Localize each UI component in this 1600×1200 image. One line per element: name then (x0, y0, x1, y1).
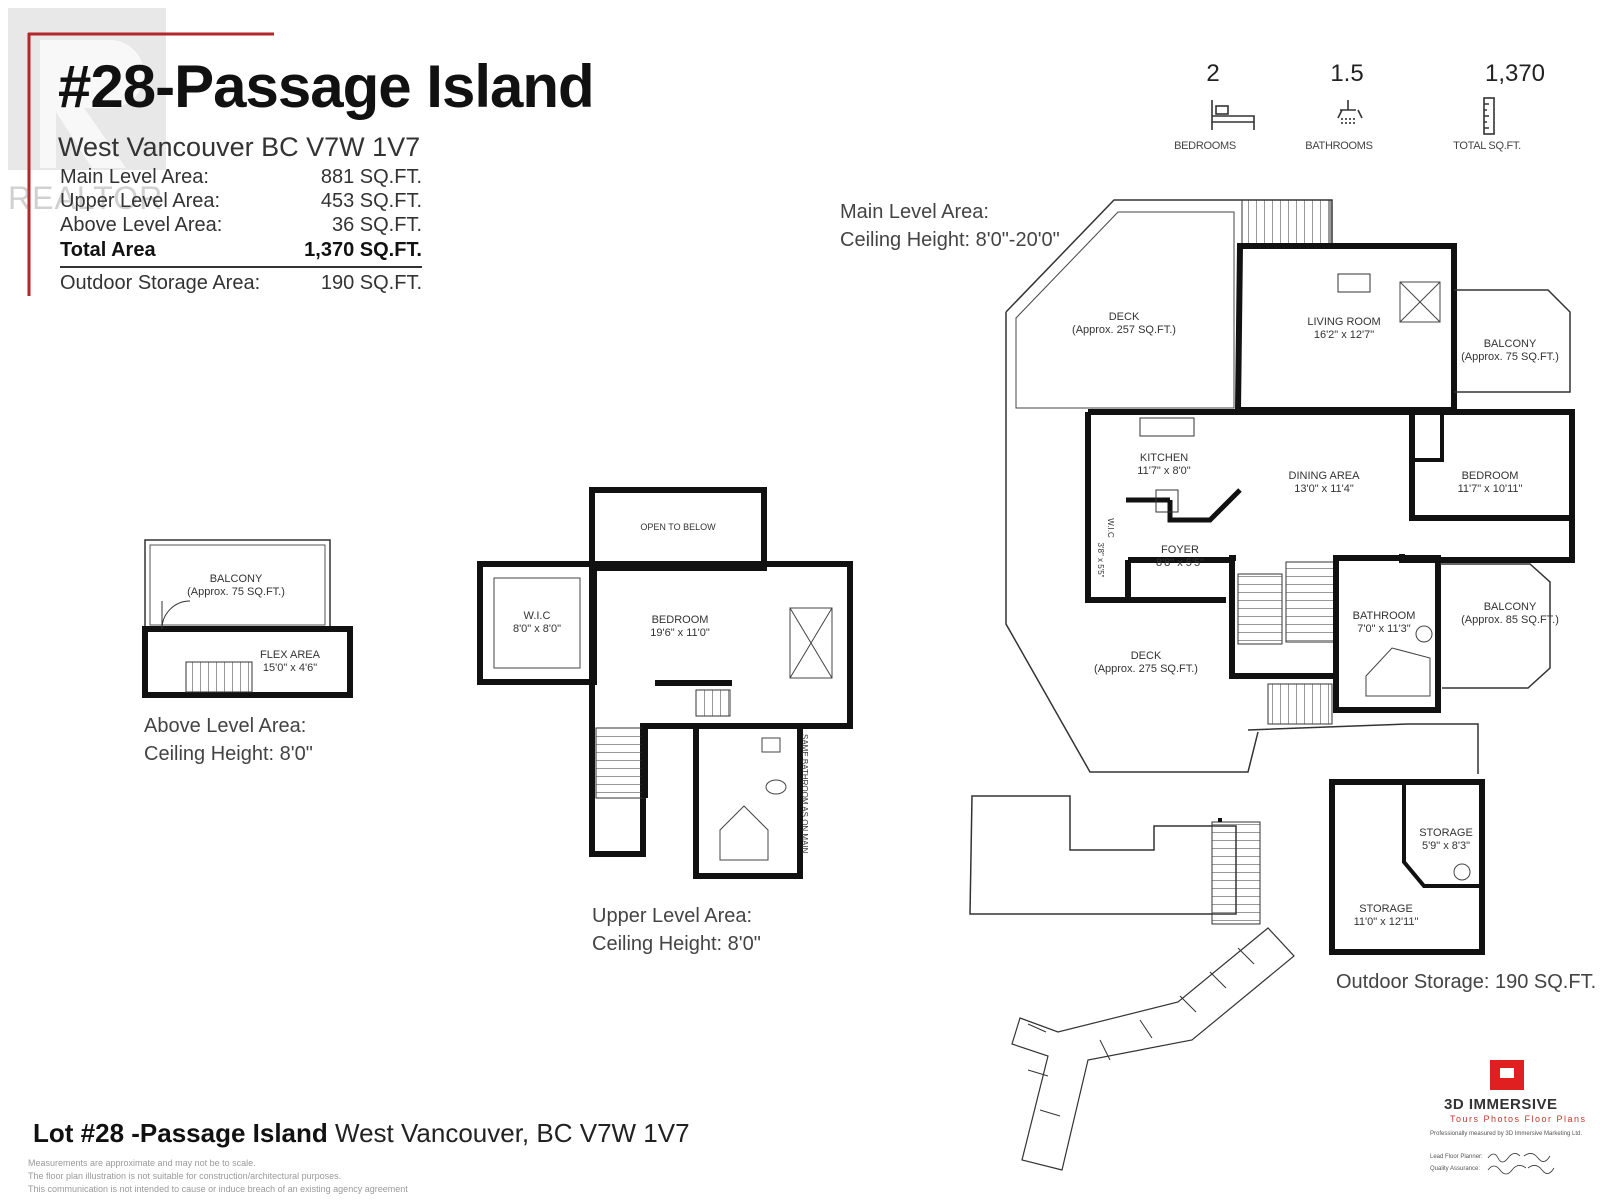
room-name: FOYER (1161, 544, 1199, 556)
realtor-watermark-text: REALTOR (8, 180, 164, 216)
outdoor-storage-caption: Outdoor Storage: 190 SQ.FT. (1336, 971, 1597, 993)
footer-title: Lot #28 -Passage Island West Vancouver, … (33, 1118, 690, 1149)
room-labels: BALCONY (Approx. 75 SQ.FT.) FLEX AREA 15… (187, 311, 1559, 928)
room-size: 11'0" x 12'11" (1354, 916, 1419, 928)
bed-icon (1211, 100, 1255, 130)
room-size: (Approx. 275 SQ.FT.) (1094, 663, 1198, 675)
disclaimer-line: Measurements are approximate and may not… (28, 1158, 256, 1168)
room-size: 3'8" x 5'5" (1096, 543, 1105, 578)
room-size: 7'0" x 11'3" (1357, 623, 1410, 635)
room-note: SAME BATHROOM AS ON MAIN (800, 734, 809, 854)
room-name: DECK (1131, 650, 1162, 662)
room-name: W.I.C (524, 610, 551, 622)
area-row-main: Main Level Area: 881 SQ.FT. (60, 166, 422, 189)
room-name: W.I.C (1106, 518, 1115, 538)
room-name: BALCONY (1484, 338, 1537, 350)
room-size: 8'8" x 5'5" (1156, 557, 1204, 569)
area-label: Upper Level Area: (60, 190, 221, 212)
above-level-plan (142, 539, 353, 698)
stat-bathrooms-value: 1.5 (1330, 60, 1364, 87)
area-label: Outdoor Storage Area: (60, 272, 261, 294)
area-value: 1,370 SQ.FT. (304, 239, 422, 261)
realtor-watermark-logo (8, 8, 274, 296)
caption-line: Ceiling Height: 8'0" (592, 933, 761, 955)
room-size: (Approx. 75 SQ.FT.) (187, 586, 285, 598)
stat-bedrooms-value: 2 (1206, 60, 1220, 87)
stat-icons (1211, 97, 1495, 135)
room-size: 8'0" x 8'0" (513, 623, 561, 635)
room-name: BEDROOM (652, 614, 709, 626)
area-label: Above Level Area: (60, 214, 223, 236)
room-size: 11'7" x 8'0" (1137, 465, 1190, 477)
room-size: 15'0" x 4'6" (263, 662, 317, 674)
room-size: (Approx. 75 SQ.FT.) (1461, 351, 1559, 363)
room-size: 11'7" x 10'11" (1458, 483, 1523, 495)
room-name: BALCONY (1484, 601, 1537, 613)
shower-icon (1337, 100, 1363, 126)
upper-level-plan (477, 487, 853, 879)
room-name: STORAGE (1419, 827, 1473, 839)
room-name: DINING AREA (1289, 470, 1361, 482)
area-divider (60, 266, 422, 268)
disclaimer-line: This communication is not intended to ca… (28, 1184, 408, 1194)
lead-planner-label: Lead Floor Planner: (1430, 1154, 1483, 1160)
brand-tagline: Tours Photos Floor Plans (1450, 1114, 1587, 1124)
area-row-upper: Upper Level Area: 453 SQ.FT. (60, 190, 422, 213)
area-row-total: Total Area 1,370 SQ.FT. (60, 239, 422, 262)
upper-level-caption: Upper Level Area: Ceiling Height: 8'0" (592, 902, 761, 958)
area-row-above: Above Level Area: 36 SQ.FT. (60, 214, 422, 237)
room-name: KITCHEN (1140, 452, 1188, 464)
brand-logo (1490, 1060, 1524, 1090)
signatures (1487, 1153, 1555, 1175)
footer-title-bold: Lot #28 -Passage Island (33, 1118, 328, 1148)
page-title: #28-Passage Island (58, 53, 595, 120)
ruler-icon (1483, 97, 1495, 135)
room-name: LIVING ROOM (1307, 316, 1380, 328)
room-name: OPEN TO BELOW (640, 522, 716, 532)
room-name: STORAGE (1359, 903, 1413, 915)
room-size: 13'0" x 11'4" (1294, 483, 1354, 495)
page-address: West Vancouver BC V7W 1V7 (58, 132, 421, 162)
room-name: FLEX AREA (260, 649, 321, 661)
area-value: 190 SQ.FT. (320, 272, 422, 294)
room-name: BALCONY (210, 573, 263, 585)
caption-line: Main Level Area: (840, 201, 989, 223)
area-value: 881 SQ.FT. (320, 166, 422, 188)
quality-label: Quality Assurance: (1430, 1166, 1481, 1172)
area-value: 453 SQ.FT. (320, 190, 422, 212)
room-name: BATHROOM (1353, 610, 1416, 622)
stat-bathrooms-label: BATHROOMS (1305, 140, 1373, 152)
caption-line: Upper Level Area: (592, 905, 753, 927)
disclaimer-line: The floor plan illustration is not suita… (28, 1171, 342, 1181)
caption-line: Ceiling Height: 8'0"-20'0" (840, 229, 1060, 251)
main-level-plan (969, 199, 1575, 1171)
main-level-caption: Main Level Area: Ceiling Height: 8'0"-20… (840, 198, 1060, 254)
area-row-outdoor: Outdoor Storage Area: 190 SQ.FT. (60, 272, 422, 295)
room-size: 16'2" x 12'7" (1314, 329, 1374, 341)
room-size: (Approx. 257 SQ.FT.) (1072, 324, 1176, 336)
stat-sqft-label: TOTAL SQ.FT. (1453, 140, 1521, 152)
room-size: 19'6" x 11'0" (650, 627, 710, 639)
stat-bedrooms-label: BEDROOMS (1174, 140, 1236, 152)
room-name: BEDROOM (1462, 470, 1519, 482)
room-size: (Approx. 85 SQ.FT.) (1461, 614, 1559, 626)
stat-sqft-value: 1,370 (1484, 60, 1546, 87)
footer-title-rest: West Vancouver, BC V7W 1V7 (327, 1118, 690, 1148)
above-level-caption: Above Level Area: Ceiling Height: 8'0" (144, 712, 313, 768)
room-name: DECK (1109, 311, 1140, 323)
brand-credit: Professionally measured by 3D Immersive … (1430, 1131, 1583, 1137)
room-size: 5'9" x 8'3" (1422, 840, 1470, 852)
brand-name: 3D IMMERSIVE (1444, 1096, 1558, 1113)
area-value: 36 SQ.FT. (331, 214, 422, 236)
area-label: Total Area (60, 239, 156, 261)
caption-line: Above Level Area: (144, 715, 307, 737)
caption-line: Ceiling Height: 8'0" (144, 743, 313, 765)
area-label: Main Level Area: (60, 166, 209, 188)
